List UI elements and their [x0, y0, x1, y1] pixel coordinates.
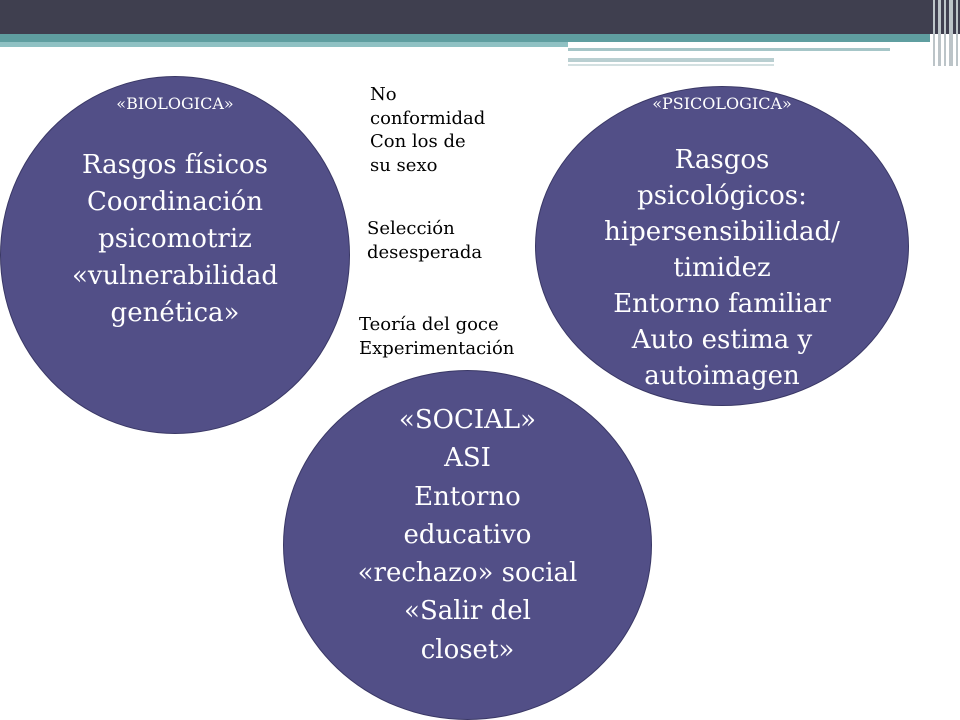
accent-rule: [568, 48, 890, 51]
note-line: desesperada: [367, 241, 483, 263]
accent-rule: [568, 58, 774, 62]
biologica-line: genética»: [110, 298, 240, 328]
note-no-conformidad: No conformidad Con los de su sexo: [370, 83, 485, 177]
top-bar: [0, 0, 960, 34]
note-line: Experimentación: [359, 337, 515, 359]
note-line: conformidad: [370, 107, 486, 129]
note-line: Con los de: [370, 131, 466, 152]
note-line: Teoría del goce: [359, 314, 499, 335]
social-line: closet»: [420, 634, 515, 665]
note-seleccion: Selección desesperada: [367, 217, 482, 264]
biologica-line: Rasgos físicos: [81, 150, 269, 180]
corner-bars: [930, 0, 960, 66]
social-line: «rechazo» social: [357, 558, 578, 589]
biologica-line: psicomotriz: [98, 224, 252, 254]
accent-rule: [568, 64, 774, 66]
psicologica-line: autoimagen: [644, 361, 800, 391]
note-line: su sexo: [370, 154, 438, 176]
accent-band-light: [0, 42, 568, 47]
psicologica-circle: «PSICOLOGICA» Rasgos psicológicos: hiper…: [535, 86, 909, 406]
psicologica-line: hipersensibilidad/: [604, 217, 840, 247]
psicologica-line: Entorno familiar: [613, 289, 831, 319]
social-title: «SOCIAL»: [398, 405, 537, 435]
biologica-circle: «BIOLOGICA» Rasgos físicos Coordinación …: [0, 76, 350, 434]
social-line: Entorno: [414, 481, 521, 512]
psicologica-title: «PSICOLOGICA»: [652, 94, 792, 113]
biologica-text: Rasgos físicos Coordinación psicomotriz …: [1, 147, 349, 332]
biologica-line: Coordinación: [86, 187, 264, 217]
social-line: educativo: [403, 519, 532, 550]
note-teoria: Teoría del goce Experimentación: [359, 313, 514, 360]
social-text: «SOCIAL» ASI Entorno educativo «rechazo»…: [284, 401, 651, 669]
note-line: No: [370, 84, 397, 105]
psicologica-text: Rasgos psicológicos: hipersensibilidad/ …: [536, 142, 908, 394]
psicologica-line: Rasgos: [674, 145, 770, 175]
psicologica-line: psicológicos:: [637, 181, 807, 211]
psicologica-line: timidez: [673, 253, 771, 283]
psicologica-line: Auto estima y: [631, 325, 813, 355]
social-line: «Salir del: [404, 596, 531, 627]
social-circle: «SOCIAL» ASI Entorno educativo «rechazo»…: [283, 370, 652, 720]
biologica-title: «BIOLOGICA»: [116, 94, 234, 113]
accent-band: [0, 34, 930, 42]
note-line: Selección: [367, 218, 455, 239]
social-line: ASI: [444, 443, 491, 474]
biologica-line: «vulnerabilidad: [71, 261, 279, 291]
